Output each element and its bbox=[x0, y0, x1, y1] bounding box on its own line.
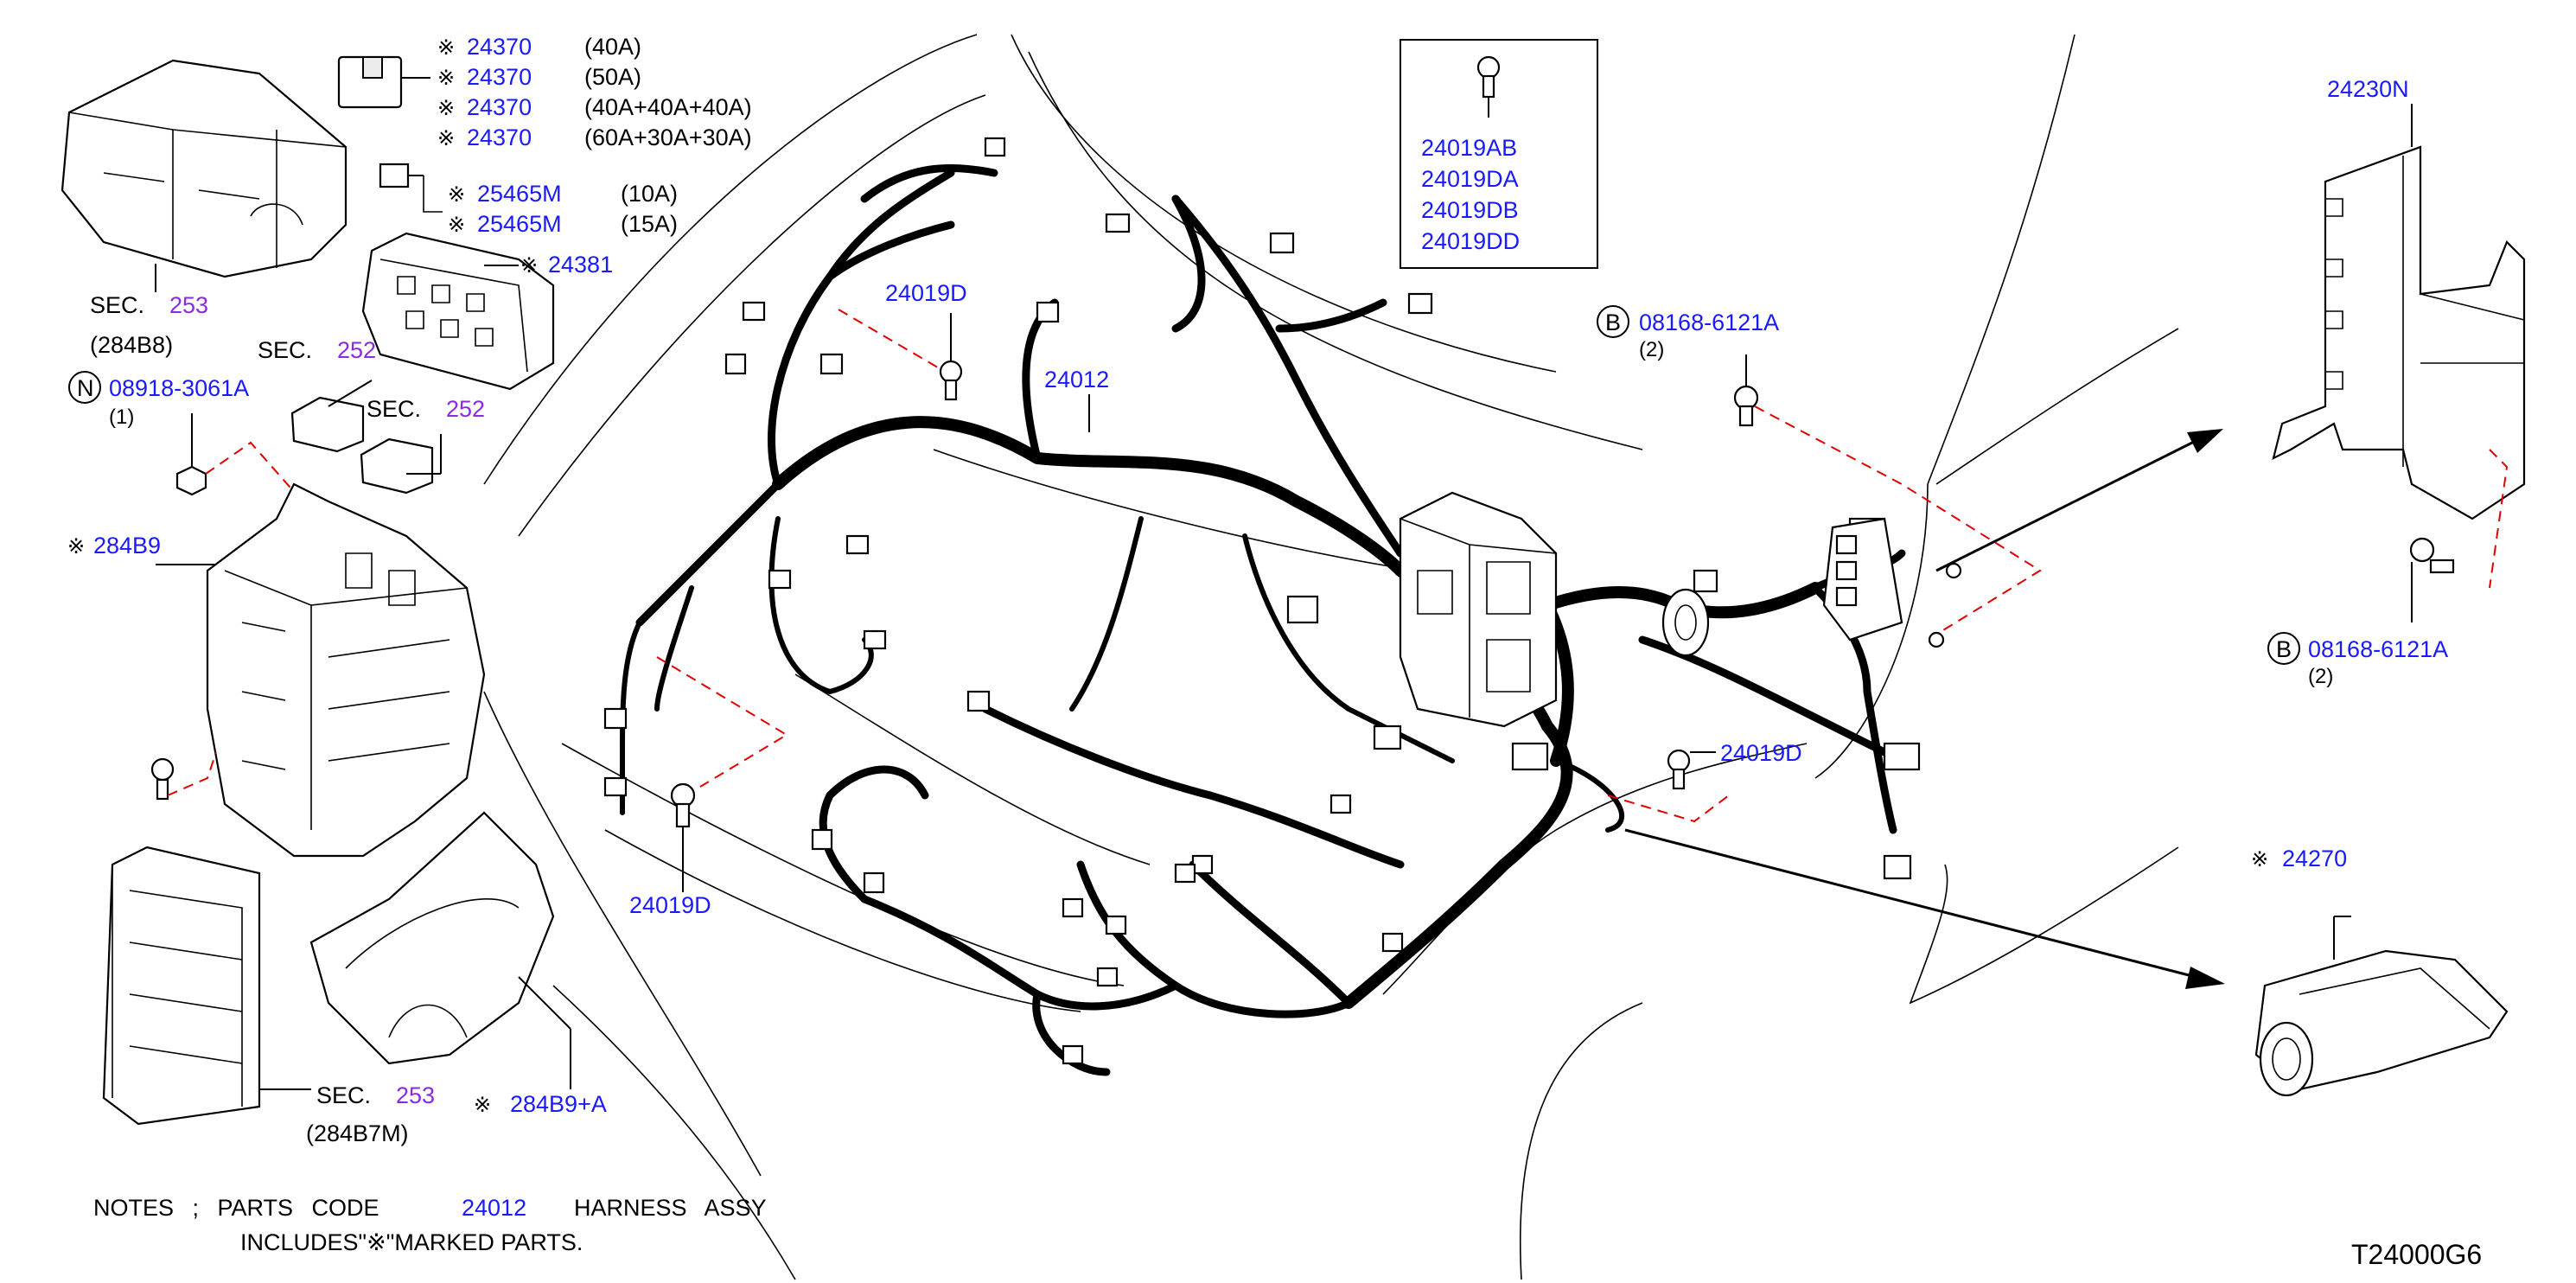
fuse-large-icon bbox=[337, 55, 430, 109]
fuse-rating: (10A) bbox=[621, 181, 678, 207]
bolt-b-top bbox=[1733, 354, 2042, 641]
part-number: 24370 bbox=[467, 124, 532, 150]
junction-box bbox=[1399, 491, 1558, 728]
part-number: 24019AB bbox=[1421, 135, 1517, 161]
nut-marker-circle bbox=[68, 371, 101, 404]
part-number: 08168-6121A bbox=[1639, 310, 1779, 335]
bolt-24019d-left bbox=[656, 656, 788, 892]
sec-sub-label: (284B7M) bbox=[306, 1120, 409, 1146]
mark: ※ bbox=[67, 535, 85, 559]
mark: ※ bbox=[437, 127, 455, 150]
arrow-to-bracket bbox=[1935, 429, 2223, 572]
mark: ※ bbox=[448, 214, 465, 237]
mark: ※ bbox=[437, 97, 455, 120]
nut-marker: N bbox=[77, 375, 94, 401]
fuse-rating: (60A+30A+30A) bbox=[584, 124, 752, 150]
label-group: ※ 24370 (40A) ※ 24370 (50A) ※ 24370 (40A… bbox=[67, 34, 2448, 1146]
sec-label: SEC. bbox=[258, 337, 312, 363]
sec-label: SEC. bbox=[316, 1082, 371, 1108]
mark: ※ bbox=[437, 67, 455, 90]
fuse-rating: (40A) bbox=[584, 34, 641, 60]
part-number: 24019D bbox=[629, 892, 711, 918]
part-number: 25465M bbox=[477, 211, 562, 237]
fuse-rating: (50A) bbox=[584, 64, 641, 90]
fuse-rating: (40A+40A+40A) bbox=[584, 94, 752, 120]
part-number: 24019DD bbox=[1421, 228, 1520, 254]
part-number: 24012 bbox=[1044, 367, 1109, 393]
bolt-marker-circle bbox=[1597, 305, 1629, 338]
lower-tray bbox=[309, 811, 571, 1089]
part-number: 24370 bbox=[467, 94, 532, 120]
part-number: 24370 bbox=[467, 64, 532, 90]
part-number: 24230N bbox=[2327, 76, 2409, 102]
part-number: 24270 bbox=[2282, 846, 2347, 871]
part-number: 284B9+A bbox=[510, 1091, 607, 1117]
notes-line2: INCLUDES"※"MARKED PARTS. bbox=[240, 1229, 583, 1255]
notes-part-code: 24012 bbox=[462, 1195, 526, 1221]
main-harness bbox=[619, 163, 1906, 1076]
part-number: 24381 bbox=[548, 252, 613, 278]
part-number: 24019D bbox=[1720, 740, 1802, 766]
sec-label: SEC. bbox=[90, 292, 144, 318]
sec-number[interactable]: 252 bbox=[446, 396, 485, 422]
bolt-b-right bbox=[2409, 537, 2455, 622]
grommet bbox=[1661, 588, 1710, 657]
quantity: (2) bbox=[1639, 338, 1664, 361]
lower-cover bbox=[102, 846, 311, 1126]
notes-line1-suffix: HARNESS ASSY bbox=[574, 1195, 767, 1221]
bolt-marker: B bbox=[2276, 636, 2292, 662]
sec-number[interactable]: 253 bbox=[396, 1082, 435, 1108]
bolt-24019d-top bbox=[838, 309, 963, 401]
bracket-24230n bbox=[2272, 104, 2526, 589]
part-number: 08168-6121A bbox=[2308, 636, 2448, 662]
fuse-rating: (15A) bbox=[621, 211, 678, 237]
bolt-marker: B bbox=[1605, 310, 1621, 335]
mark: ※ bbox=[2251, 848, 2268, 871]
vehicle-body-outline bbox=[483, 34, 2179, 1280]
sec-sub-label: (284B8) bbox=[90, 332, 173, 358]
bolt-list-box bbox=[1400, 39, 1598, 269]
protector-24270 bbox=[2254, 916, 2509, 1097]
nut-icon bbox=[175, 413, 303, 502]
sec-number[interactable]: 253 bbox=[169, 292, 208, 318]
mark: ※ bbox=[448, 183, 465, 207]
part-number: 24019D bbox=[885, 280, 967, 306]
part-number: 24370 bbox=[467, 34, 532, 60]
relay-block bbox=[361, 232, 555, 391]
bolt-icon bbox=[150, 751, 217, 801]
mark: ※ bbox=[520, 254, 538, 278]
part-number: 24019DA bbox=[1421, 166, 1519, 192]
bolt-24019d-right bbox=[1607, 749, 1730, 823]
mark: ※ bbox=[474, 1094, 491, 1117]
mark: ※ bbox=[437, 36, 455, 60]
fuse-box-cover bbox=[61, 59, 348, 292]
diagram-code: T24000G6 bbox=[2351, 1239, 2482, 1270]
fuse-small-icon bbox=[379, 163, 443, 213]
quantity: (2) bbox=[2308, 665, 2333, 688]
notes-line1-prefix: NOTES ; PARTS CODE bbox=[93, 1195, 379, 1221]
part-number: 25465M bbox=[477, 181, 562, 207]
sec-label: SEC. bbox=[367, 396, 421, 422]
arrow-to-protector bbox=[1624, 828, 2225, 989]
fuse-box-284b9 bbox=[156, 482, 486, 858]
quantity: (1) bbox=[109, 405, 134, 429]
relay-connectors bbox=[290, 380, 442, 495]
part-number: 284B9 bbox=[93, 533, 161, 559]
sec-number[interactable]: 252 bbox=[337, 337, 376, 363]
bolt-marker-circle bbox=[2267, 632, 2300, 665]
notes: NOTES ; PARTS CODE 24012 HARNESS ASSY IN… bbox=[93, 1195, 767, 1255]
part-number: 24019DB bbox=[1421, 197, 1519, 223]
part-number: 08918-3061A bbox=[109, 375, 249, 401]
relay-cluster bbox=[1822, 517, 1962, 648]
